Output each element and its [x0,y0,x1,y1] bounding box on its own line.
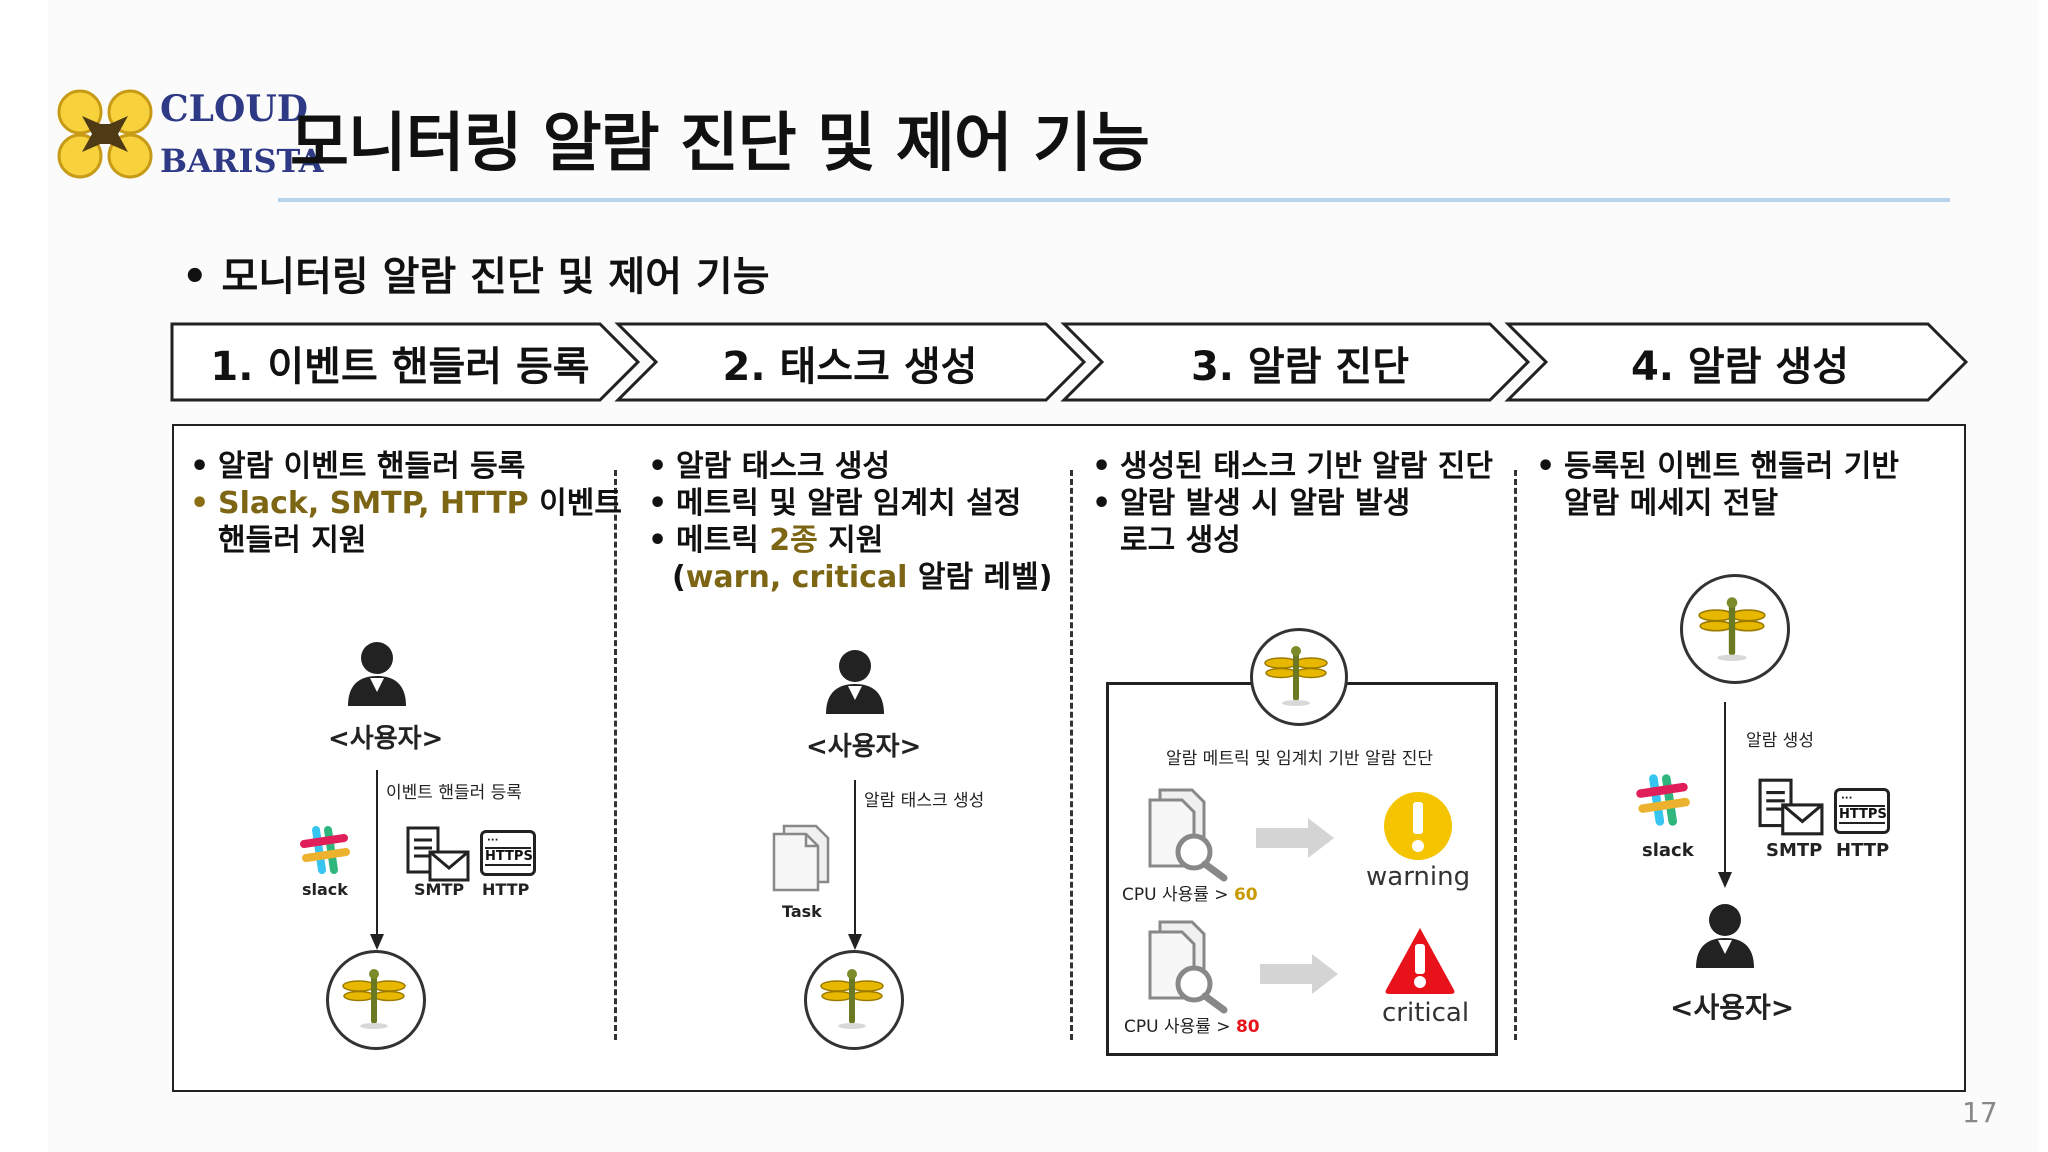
col4-flow-label: 알람 생성 [1746,731,1814,751]
col2-levels-rest: 알람 레벨) [907,560,1053,595]
column-divider-2 [1070,470,1073,1040]
dragonfly-icon [1698,597,1766,661]
col1-user-label: <사용자> [328,724,444,754]
col4-flow-arrow-icon [1718,702,1732,888]
step-4-label: 4. 알람 생성 [1630,344,1850,390]
metric-search-icon [1148,788,1228,882]
step-2-label: 2. 태스크 생성 [722,344,978,390]
col2-bullet-3-prefix: 메트릭 [676,523,770,558]
col2-levels-highlight: warn, critical [685,560,908,595]
user-icon [348,642,406,706]
user-icon [826,650,884,714]
warning-icon [1384,792,1452,860]
step-1-arrow-shape [170,322,641,402]
step-4-arrow-shape [1504,322,1969,402]
col3-bullet-1: 생성된 태스크 기반 알람 진단 [1088,448,1493,485]
critical-label: critical [1382,998,1470,1028]
col1-description: 알람 이벤트 핸들러 등록 Slack, SMTP, HTTP 이벤트 핸들러 … [186,448,622,559]
critical-alert-icon [1385,928,1455,994]
col1-slack-label: slack [302,880,348,899]
step-1-label: 1. 이벤트 핸들러 등록 [210,344,590,390]
col1-bullet-2-cont: 핸들러 지원 [218,523,367,558]
logo-text-cloud: CLOUD [160,88,308,130]
slack-icon [1636,774,1690,826]
dragonfly-icon [820,969,884,1029]
col1-bullet-2: Slack, SMTP, HTTP 이벤트 [186,485,622,522]
https-icon: ··· HTTPS [480,830,536,876]
col1-http-label: HTTP [482,880,530,899]
col1-smtp-label: SMTP [414,880,465,899]
col2-paren: ( [672,560,686,595]
dragonfly-icon [1264,646,1328,706]
page-number: 17 [1962,1096,1998,1129]
dragonfly-icon [342,969,406,1029]
col4-http-label: HTTP [1836,840,1890,861]
content-box [172,424,1966,1092]
metric-search-icon [1148,920,1228,1014]
col3-bullet-2: 알람 발생 시 알람 발생 [1088,485,1493,522]
col1-bullet-1: 알람 이벤트 핸들러 등록 [186,448,622,485]
column-divider-3 [1514,470,1517,1040]
col4-user-label: <사용자> [1670,991,1795,1024]
step-3-arrow-shape [1060,322,1531,402]
col4-description: 등록된 이벤트 핸들러 기반 알람 메세지 전달 [1532,448,1899,522]
step-arrows [170,322,1969,402]
step-2-arrow-shape [614,322,1087,402]
warning-label: warning [1366,862,1471,892]
smtp-mail-icon [406,826,470,882]
col2-flow-arrow-icon [848,780,862,950]
section-bullet-text: 모니터링 알람 진단 및 제어 기능 [221,254,770,300]
col4-bullet-1-cont: 알람 메세지 전달 [1564,486,1779,521]
col2-bullet-3: 메트릭 2종 지원 [644,522,1052,559]
col2-bullet-1: 알람 태스크 생성 [644,448,1052,485]
https-badge: HTTPS [485,847,533,866]
https-dots: ··· [487,835,499,846]
section-bullet: • 모니터링 알람 진단 및 제어 기능 [182,254,770,300]
col2-bullet-3-suffix: 지원 [817,523,884,558]
cpu-threshold-60-text: CPU 사용률 > [1122,885,1234,905]
col2-user-label: <사용자> [806,732,922,762]
col1-flow-label: 이벤트 핸들러 등록 [386,783,522,803]
col4-slack-label: slack [1642,840,1694,861]
col3-description: 생성된 태스크 기반 알람 진단 알람 발생 시 알람 발생 로그 생성 [1088,448,1493,559]
step-3-label: 3. 알람 진단 [1190,344,1410,390]
cloud-barista-logo-icon [57,89,153,179]
logo-text-barista: BARISTA [160,142,324,180]
smtp-mail-icon [1758,778,1824,836]
col2-task-label: Task [782,902,822,921]
col2-description: 알람 태스크 생성 메트릭 및 알람 임계치 설정 메트릭 2종 지원 (war… [644,448,1052,596]
col1-flow-arrow-icon [370,770,384,950]
col3-dragonfly-circle [1250,628,1348,726]
col2-bullet-2: 메트릭 및 알람 임계치 설정 [644,485,1052,522]
col4-smtp-label: SMTP [1766,840,1823,861]
user-icon [1696,904,1754,968]
cpu-threshold-80-text: CPU 사용률 > [1124,1017,1236,1037]
cpu-threshold-80: CPU 사용률 > 80 [1124,1012,1260,1037]
col2-bullet-3-highlight: 2종 [769,523,818,558]
col1-highlight: Slack, SMTP, HTTP [218,486,529,521]
col1-bullet-2-rest: 이벤트 [528,486,622,521]
slack-icon [300,826,350,874]
cpu-threshold-60: CPU 사용률 > 60 [1122,880,1258,905]
col2-bullet-3-cont: (warn, critical 알람 레벨) [644,559,1052,596]
https-icon: ··· HTTPS [1834,788,1890,834]
title-underline [278,198,1950,202]
cpu-threshold-80-value: 80 [1235,1017,1260,1037]
alarm-box-title: 알람 메트릭 및 임계치 기반 알람 진단 [1166,749,1434,769]
right-arrow-icon [1256,818,1334,858]
task-document-icon [772,824,830,892]
col3-bullet-2-cont: 로그 생성 [1120,523,1241,558]
col2-flow-label: 알람 태스크 생성 [864,791,985,811]
page-title: 모니터링 알람 진단 및 제어 기능 [290,107,1150,181]
cpu-threshold-60-value: 60 [1233,885,1258,905]
right-arrow-icon [1260,954,1338,994]
col4-bullet-1: 등록된 이벤트 핸들러 기반 [1532,448,1899,485]
https-dots: ··· [1841,793,1853,804]
https-badge: HTTPS [1839,805,1887,824]
column-divider-1 [614,470,617,1040]
